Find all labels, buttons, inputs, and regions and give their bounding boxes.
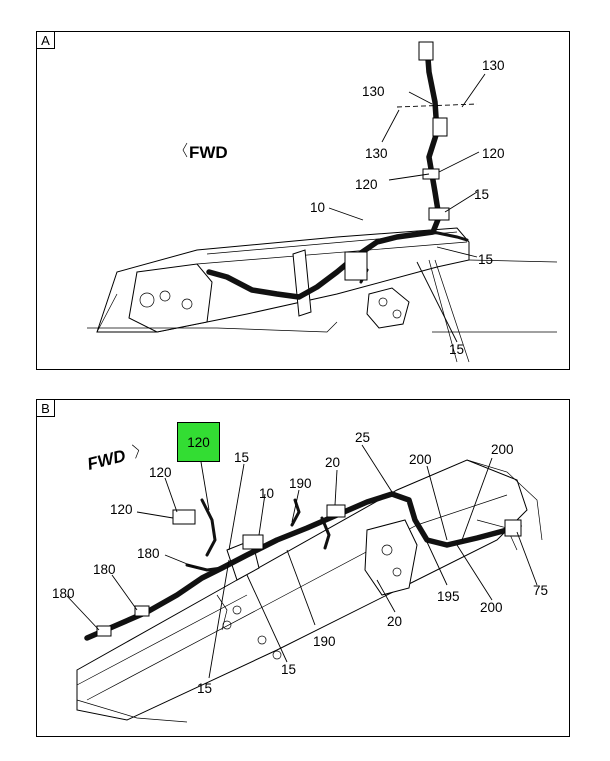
callout-190: 190: [289, 476, 312, 491]
callout-25: 25: [355, 430, 370, 445]
callout-15: 15: [474, 187, 489, 202]
fwd-indicator: FWD: [85, 446, 127, 474]
callout-15: 15: [449, 342, 464, 357]
callout-120: 120: [149, 465, 172, 480]
callout-15: 15: [197, 681, 212, 696]
fwd-arrow-icon: [182, 142, 188, 158]
connector-10: [242, 534, 264, 550]
callout-20: 20: [325, 455, 340, 470]
callout-120: 120: [482, 146, 505, 161]
callout-130: 130: [362, 84, 385, 99]
engine-bracket: [128, 263, 213, 333]
callout-120: 120: [355, 177, 378, 192]
callout-10: 10: [259, 486, 274, 501]
crossmember-bracket: [364, 519, 418, 596]
callout-75: 75: [533, 583, 548, 598]
callout-200: 200: [480, 600, 503, 615]
callout-200: 200: [491, 442, 514, 457]
view-a-tag: A: [37, 32, 55, 49]
callout-15: 15: [478, 252, 493, 267]
mount-bracket: [366, 287, 410, 329]
connector-top: [418, 41, 434, 61]
callout-180: 180: [137, 546, 160, 561]
view-b-panel: B 120: [36, 399, 570, 737]
clip-20: [326, 504, 346, 518]
view-b-tag: B: [37, 400, 55, 417]
fwd-arrow-icon: [131, 444, 140, 459]
view-b-drawing: 120 120 15 10 190 20 25 200 200 180 180 …: [52, 430, 548, 723]
callout-180: 180: [52, 586, 75, 601]
callout-20: 20: [387, 614, 402, 629]
callout-130: 130: [365, 146, 388, 161]
clip-180: [96, 625, 112, 637]
highlighted-callout-120: 120: [177, 422, 220, 462]
connector-mid: [432, 117, 448, 137]
callout-190: 190: [313, 634, 336, 649]
callout-120: 120: [110, 502, 133, 517]
callout-10: 10: [310, 200, 325, 215]
clip-15: [428, 207, 450, 221]
callout-15: 15: [281, 662, 296, 677]
fwd-indicator: FWD: [189, 143, 228, 162]
clip-120: [422, 168, 440, 180]
callout-195: 195: [437, 589, 460, 604]
callout-180: 180: [93, 562, 116, 577]
callout-200: 200: [409, 452, 432, 467]
clip-120: [172, 509, 196, 525]
callout-15: 15: [234, 450, 249, 465]
connector-75: [504, 519, 522, 537]
view-a-panel: A: [36, 31, 570, 370]
view-a-drawing: 130 130 130 120 120 15 10 15 15 FWD: [87, 41, 558, 363]
clip-180: [134, 605, 150, 617]
connector-block: [344, 251, 368, 281]
callout-130: 130: [482, 58, 505, 73]
